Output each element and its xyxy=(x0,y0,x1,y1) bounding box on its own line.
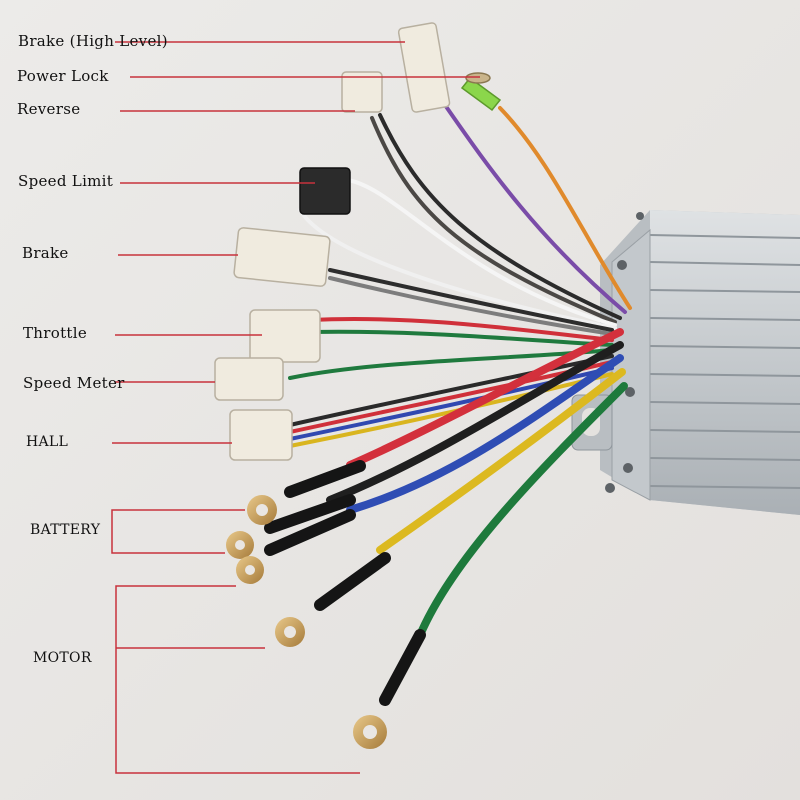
label-power-lock: Power Lock xyxy=(17,67,109,85)
sleeves xyxy=(264,460,426,706)
label-throttle: Throttle xyxy=(23,324,87,342)
label-brake-high-level: Brake (High Level) xyxy=(18,32,168,50)
label-hall: HALL xyxy=(26,434,69,450)
leader-lines xyxy=(111,41,480,774)
label-battery: BATTERY xyxy=(30,522,101,538)
power-wires xyxy=(326,328,628,644)
ring-terminals xyxy=(226,495,387,749)
label-brake: Brake xyxy=(22,244,69,262)
label-reverse: Reverse xyxy=(17,100,81,118)
label-motor: MOTOR xyxy=(33,650,92,666)
connectors xyxy=(214,22,502,461)
label-speed-limit: Speed Limit xyxy=(18,172,114,190)
label-speed-meter: Speed Meter xyxy=(23,374,125,392)
